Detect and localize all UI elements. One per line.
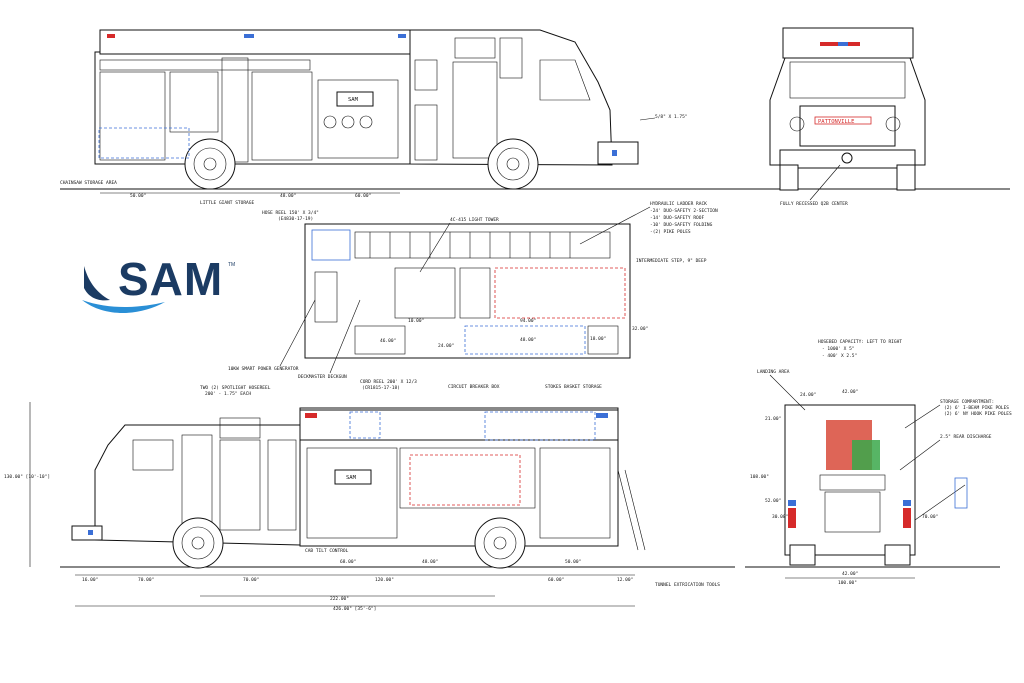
logo-swoosh [82, 266, 165, 313]
plan-dim-2: 48.00" [520, 337, 536, 343]
rear-dim-6: 70.00" [922, 514, 938, 520]
pump-label-bottom: SAM [346, 475, 357, 481]
front-name-plate: PATTONVILLE [818, 119, 854, 125]
note-hose-reel: HOSE REEL 150' X 3/4" [262, 210, 319, 216]
rear-dim-1: 42.00" [842, 389, 858, 395]
note-recessed: FULLY RECESSED Q2B CENTER [780, 201, 848, 207]
note-hosebed-1: - 1000' X 5" [822, 346, 855, 352]
note-ladder-rack-0: HYDRAULIC LADDER RACK [650, 201, 707, 207]
logo-trademark: TM [228, 262, 236, 268]
pump-label-top: SAM [348, 97, 359, 103]
note-generator: 10KW SMART POWER GENERATOR [228, 366, 299, 372]
bottom-dim-1: 70.00" [138, 577, 154, 583]
sam-logo: SAM [118, 253, 224, 305]
note-cord-reel-sub: (CR1815-17-18) [362, 385, 400, 391]
rear-dim-5: 30.00" [772, 514, 788, 520]
note-chainsaw: CHAINSAW STORAGE AREA [60, 180, 117, 186]
plan-dim-1: 24.00" [438, 343, 454, 349]
front-view: PATTONVILLE FULLY RECESSED Q2B CENTER [769, 27, 926, 207]
note-breaker: CIRCUIT BREAKER BOX [448, 384, 500, 390]
bottom-dim-0: 16.00" [82, 577, 98, 583]
note-hosebed-2: - 400' X 2.5" [822, 353, 857, 359]
bottom-dim-7: 48.00" [422, 559, 438, 565]
rear-dim-3: 108.00" [750, 474, 769, 480]
note-hosebed-0: HOSEBED CAPACITY: LEFT TO RIGHT [818, 339, 902, 345]
note-ladder-rack-3: -10' DUO-SAFETY FOLDING [650, 222, 713, 228]
note-cord-reel: CORD REEL 200' X 12/3 [360, 379, 417, 385]
plan-dim-0: 46.00" [380, 338, 396, 344]
bottom-dim-6: 68.00" [340, 559, 356, 565]
note-little-giant: LITTLE GIANT STORAGE [200, 200, 254, 206]
bottom-dim-10: 426.00" [35'-6"] [333, 606, 376, 612]
rear-view: LANDING AREA HOSEBED CAPACITY: LEFT TO R… [745, 339, 1012, 586]
note-storage-1: (2) 6' I-BEAM PIKE POLES [944, 405, 1009, 411]
note-ladder-rack-1: -24' DUO-SAFETY 2-SECTION [650, 208, 718, 214]
dim-top-2: 60.00" [355, 193, 371, 199]
note-extrication: TUNNEL EXTRICATION TOOLS [655, 582, 720, 588]
bottom-dim-8: 50.00" [565, 559, 581, 565]
bottom-dim-3: 120.00" [375, 577, 394, 583]
rear-dim-4: 52.00" [765, 498, 781, 504]
note-hose-reel-sub: (E4830-17-19) [278, 216, 313, 222]
rear-dim-0: 24.00" [800, 392, 816, 398]
bottom-dim-4: 60.00" [548, 577, 564, 583]
note-ladder-rack-4: -(2) PIKE POLES [650, 229, 691, 235]
bottom-dim-2: 70.00" [243, 577, 259, 583]
side-view-bottom: 130.00" [10'-10"] SAM TWO (2) SPOTLIG [4, 379, 735, 612]
note-storage-2: (2) 6' NY HOOK PIKE POLES [944, 411, 1012, 417]
note-tilt: CAB TILT CONTROL [305, 548, 349, 554]
note-basket: STOKES BASKET STORAGE [545, 384, 602, 390]
note-light-tower: 4C-415 LIGHT TOWER [450, 217, 499, 223]
plan-dim-6: 32.00" [632, 326, 648, 332]
plan-dim-4: 18.00" [590, 336, 606, 342]
side-view-top: SAM 50.00" 48.00" 60.00" CHAINSAW STORAG… [60, 29, 1010, 206]
plan-dim-5: 10.00" [408, 318, 424, 324]
note-hose-size: 5/8" X 1.75" [655, 114, 688, 120]
rear-dim-8: 100.00" [838, 580, 857, 586]
note-height: 130.00" [10'-10"] [4, 474, 50, 480]
note-ladder-rack-2: -14' DUO-SAFETY ROOF [650, 215, 704, 221]
note-spotlights: TWO (2) SPOTLIGHT HOSEREEL [200, 385, 271, 391]
note-discharge: 2.5" REAR DISCHARGE [940, 434, 992, 440]
rear-dim-7: 42.00" [842, 571, 858, 577]
note-deck-gun: DECKMASTER DECKGUN [298, 374, 347, 380]
note-spotlights-sub: 200' - 1.75" EACH [205, 391, 251, 397]
rear-dim-2: 21.00" [765, 416, 781, 422]
bottom-dim-9: 222.00" [330, 596, 349, 602]
note-landing: LANDING AREA [757, 369, 790, 375]
bottom-dim-5: 12.00" [617, 577, 633, 583]
dim-top-1: 48.00" [280, 193, 296, 199]
note-step: INTERMEDIATE STEP, 9" DEEP [636, 258, 707, 264]
note-storage-0: STORAGE COMPARTMENT: [940, 399, 994, 405]
dim-top-0: 50.00" [130, 193, 146, 199]
plan-dim-3: 94.00" [520, 318, 536, 324]
plan-view: HOSE REEL 150' X 3/4" (E4830-17-19) 4C-4… [228, 201, 718, 380]
